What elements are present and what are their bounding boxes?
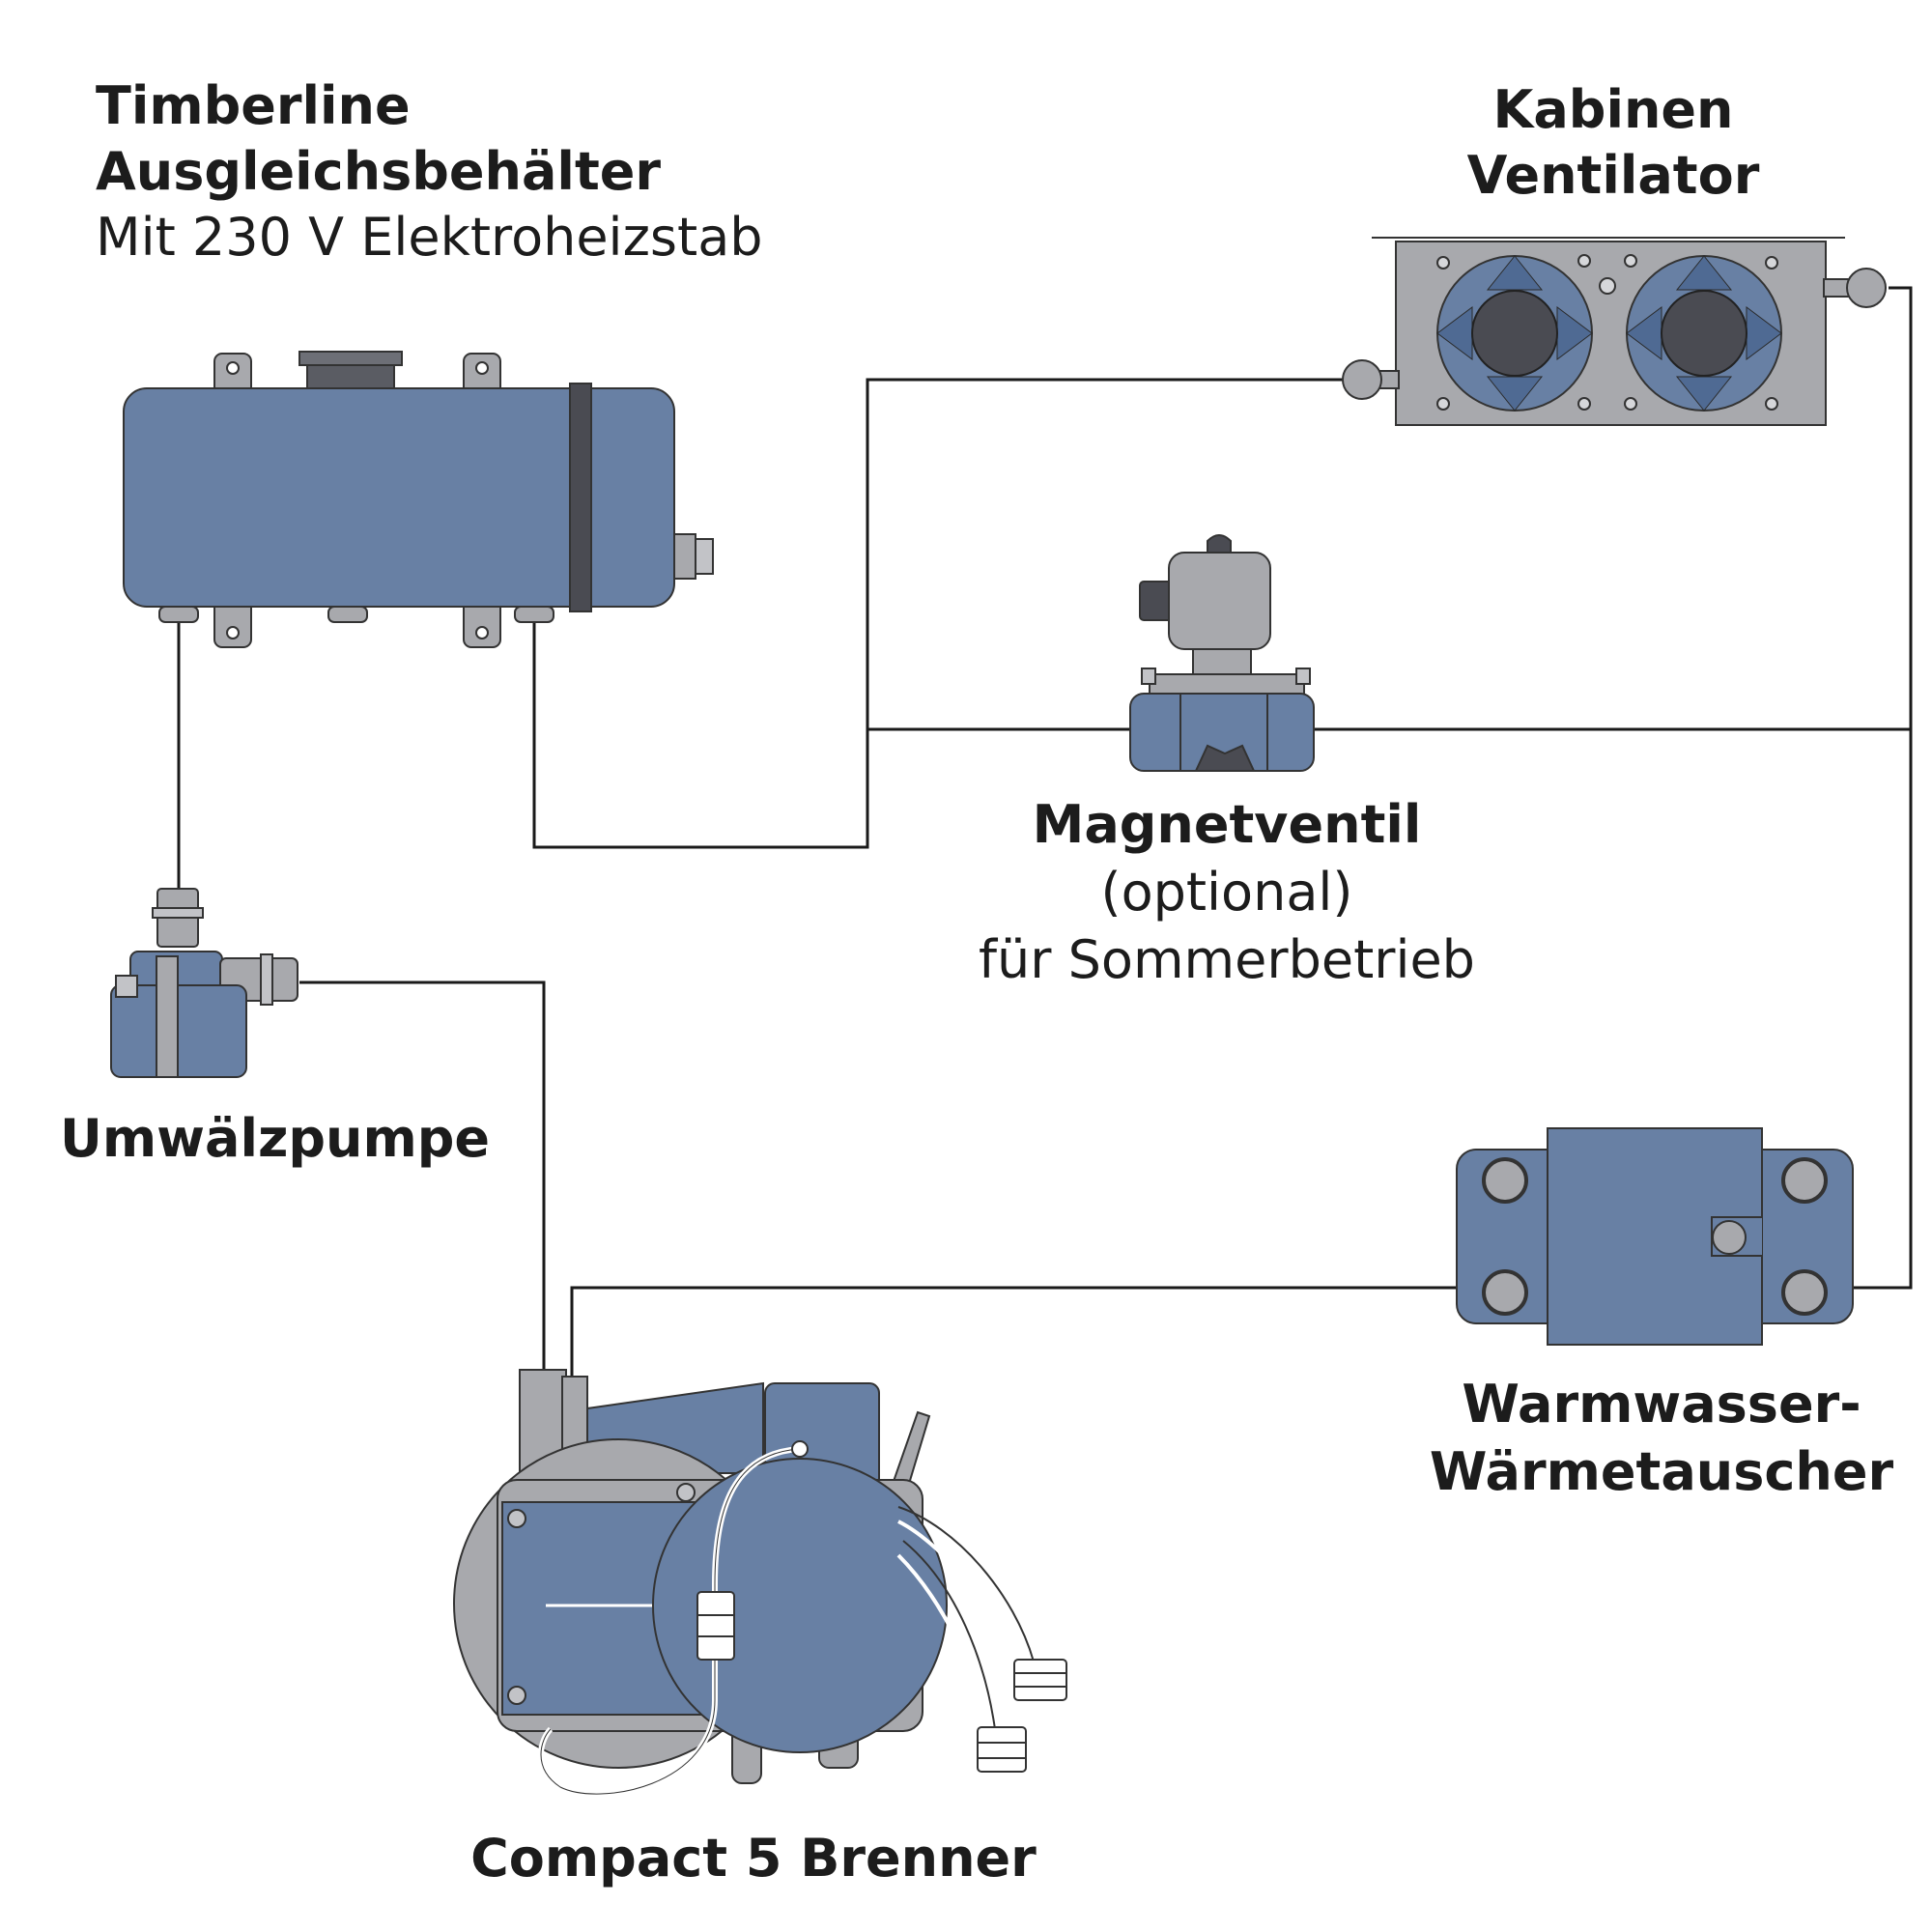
tank-filler-cap xyxy=(298,351,403,366)
circulation-pump xyxy=(110,888,298,1078)
fan-screw xyxy=(1624,254,1637,268)
burner-harness-wire xyxy=(897,1520,1026,1667)
burner-wire-grommet xyxy=(791,1440,809,1458)
pump-center-rib xyxy=(156,955,179,1078)
pump-inlet-collar xyxy=(152,907,204,919)
tank-body xyxy=(123,387,675,608)
fan-hub-right xyxy=(1661,290,1747,377)
valve-flange-tab xyxy=(1141,668,1156,685)
fan-screw xyxy=(1436,256,1450,270)
valve-coil xyxy=(1168,552,1271,650)
burner-harness-wire xyxy=(897,1506,1035,1662)
tank-strap xyxy=(569,383,592,612)
burner-screw xyxy=(507,1686,526,1705)
exchanger-port xyxy=(1781,1269,1828,1316)
fan-screw xyxy=(1765,256,1778,270)
tank-subtitle: Ausgleichsbehälter xyxy=(96,141,662,202)
fan-subtitle: Ventilator xyxy=(1466,145,1760,206)
burner-harness-wire xyxy=(902,1540,996,1730)
burner-connector xyxy=(696,1591,735,1661)
pipe-lines xyxy=(177,286,1913,1377)
pipe-tank-to-junction xyxy=(532,623,869,849)
tank-port xyxy=(158,606,199,623)
valve-stem xyxy=(1192,648,1252,675)
tank-cable-gland-nut xyxy=(695,538,714,575)
valve-title: Magnetventil xyxy=(1032,794,1422,855)
tank-port xyxy=(514,606,554,623)
fan-port-right xyxy=(1846,268,1887,308)
pump-side-fin xyxy=(115,975,138,998)
fan-port-left xyxy=(1342,359,1382,400)
pipe-exchanger-to-burner xyxy=(570,1286,1457,1377)
pump-outlet-collar xyxy=(260,953,273,1006)
tank-cable-gland xyxy=(673,533,696,580)
fan-hub-left xyxy=(1471,290,1558,377)
fan-screw xyxy=(1599,277,1616,295)
burner-plug xyxy=(1013,1659,1067,1701)
burner-harness-wire xyxy=(896,1553,992,1730)
valve-flange-tab xyxy=(1295,668,1311,685)
valve-coil-top xyxy=(1207,534,1232,554)
exchanger-port xyxy=(1482,1269,1528,1316)
pipe-fan-right-to-exchanger xyxy=(1853,286,1913,1290)
tank-title: Timberline xyxy=(96,75,411,136)
valve-summer-note: für Sommerbetrieb xyxy=(979,929,1475,990)
burner-plug xyxy=(977,1726,1027,1773)
cabin-fan xyxy=(1342,237,1887,426)
pump-title: Umwälzpumpe xyxy=(60,1108,491,1169)
fan-blades-right xyxy=(1626,255,1782,412)
burner-screw xyxy=(676,1483,696,1502)
exchanger-center-port xyxy=(1712,1220,1747,1255)
fan-screw xyxy=(1577,397,1591,411)
tank-tab-hole xyxy=(226,626,240,639)
tank-note: Mit 230 V Elektroheizstab xyxy=(96,207,763,268)
fan-screw xyxy=(1765,397,1778,411)
fan-title: Kabinen xyxy=(1492,79,1734,140)
hot-water-heat-exchanger xyxy=(1456,1127,1854,1346)
tank-tab-hole xyxy=(475,361,489,375)
burner-title: Compact 5 Brenner xyxy=(470,1828,1037,1889)
pipe-pump-to-burner xyxy=(299,980,546,1377)
compact-burner xyxy=(453,1369,1067,1798)
expansion-tank xyxy=(123,351,714,648)
valve-optional-note: (optional) xyxy=(1100,862,1353,923)
exchanger-title: Warmwasser- xyxy=(1462,1374,1861,1435)
exchanger-subtitle: Wärmetauscher xyxy=(1429,1441,1894,1502)
fan-screw xyxy=(1577,254,1591,268)
fan-screw xyxy=(1624,397,1637,411)
valve-base xyxy=(1194,744,1256,772)
tank-tab-hole xyxy=(226,361,240,375)
solenoid-valve xyxy=(1129,534,1315,772)
pipe-junction-to-fan xyxy=(866,378,1348,729)
tank-tab-hole xyxy=(475,626,489,639)
burner-screw xyxy=(507,1509,526,1528)
fan-screw xyxy=(1436,397,1450,411)
tank-port xyxy=(327,606,368,623)
exchanger-port xyxy=(1781,1157,1828,1204)
exchanger-port xyxy=(1482,1157,1528,1204)
burner-front-cover xyxy=(652,1458,948,1753)
burner-wire-loop-outline xyxy=(540,1448,800,1795)
